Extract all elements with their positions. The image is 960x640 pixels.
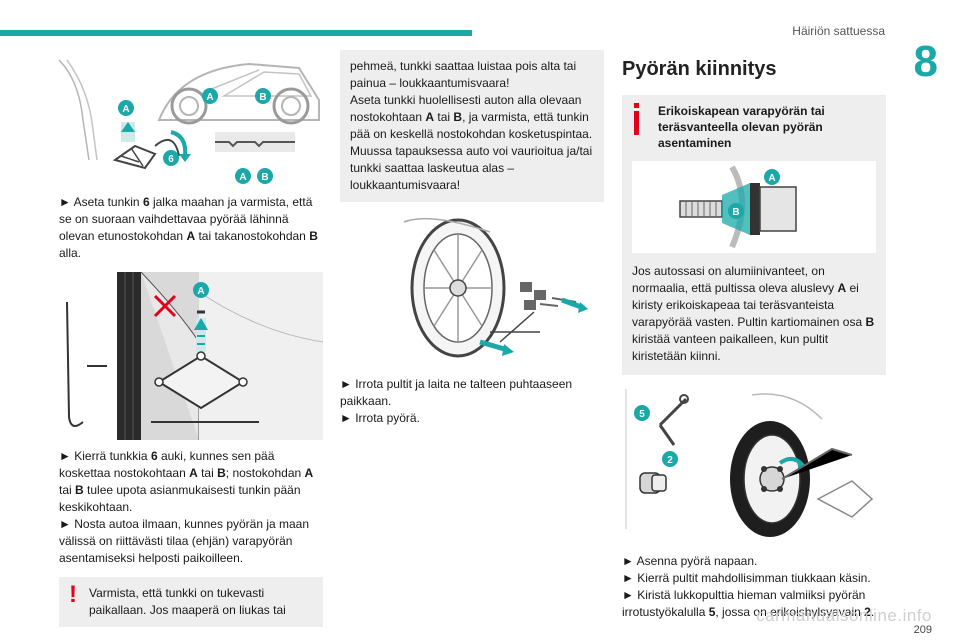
label-a-1: A — [122, 104, 129, 115]
warning-box-continued: pehmeä, tunkki saattaa luistaa pois alta… — [340, 50, 604, 202]
label-b-3: B — [732, 207, 739, 218]
info-box: Erikoiskapean varapyörän tai teräsvantee… — [622, 95, 886, 375]
column-1: A A B 6 A B ► Aseta tunkin 6 jalka maaha… — [59, 50, 323, 627]
column-2: pehmeä, tunkki saattaa luistaa pois alta… — [340, 50, 604, 427]
label-5: 5 — [639, 409, 645, 420]
step-hand-tighten: ► Kierrä pultit mahdollisimman tiukkaan … — [622, 571, 871, 585]
wheel-removal-illustration — [403, 217, 588, 358]
watermark: carmanualsonline.info — [756, 606, 932, 625]
jack-lift-point-illustration: A — [59, 272, 323, 440]
label-a-2: A — [206, 92, 213, 103]
label-a-4: A — [197, 286, 204, 297]
step-pretighten-lock-bolt: ► Kiristä lukkopulttia hieman valmiiksi … — [622, 588, 875, 619]
info-icon — [634, 103, 639, 135]
step-extend-jack: ► Kierrä tunkkia 6 auki, kunnes sen pää … — [59, 449, 314, 514]
section-heading: Pyörän kiinnitys — [622, 58, 777, 80]
step-remove-wheel: ► Irrota pyörä. — [340, 411, 420, 425]
warning-icon: ! — [69, 581, 77, 608]
label-b-2: B — [261, 172, 268, 183]
bolt-washer-illustration: A B — [632, 161, 876, 253]
label-a-5: A — [768, 173, 775, 184]
step-remove-bolts: ► Irrota pultit ja laita ne talteen puht… — [340, 377, 573, 408]
jack-position-illustration: A A B 6 A B — [59, 59, 320, 184]
step-raise-car: ► Nosta autoa ilmaan, kunnes pyörän ja m… — [59, 517, 310, 565]
label-6: 6 — [168, 154, 174, 165]
label-b-1: B — [259, 92, 266, 103]
header-accent-bar — [0, 30, 472, 36]
step-mount-wheel: ► Asenna pyörä napaan. — [622, 554, 758, 568]
step-place-jack: ► Aseta tunkin 6 jalka maahan ja varmist… — [59, 195, 318, 260]
info-title: Erikoiskapean varapyörän tai teräsvantee… — [658, 104, 825, 150]
page-number: 209 — [913, 624, 932, 636]
warning-box-1: ! Varmista, että tunkki on tukevasti pai… — [59, 577, 323, 627]
section-title: Häiriön sattuessa — [792, 24, 885, 38]
chapter-number: 8 — [913, 37, 938, 86]
info-text: Jos autossasi on alumiinivanteet, on nor… — [632, 264, 875, 363]
label-a-3: A — [239, 172, 246, 183]
label-2: 2 — [667, 455, 673, 466]
column-3: Pyörän kiinnitys Erikoiskapean varapyörä… — [622, 58, 886, 621]
wheel-mounting-illustration: 5 2 — [625, 389, 874, 537]
